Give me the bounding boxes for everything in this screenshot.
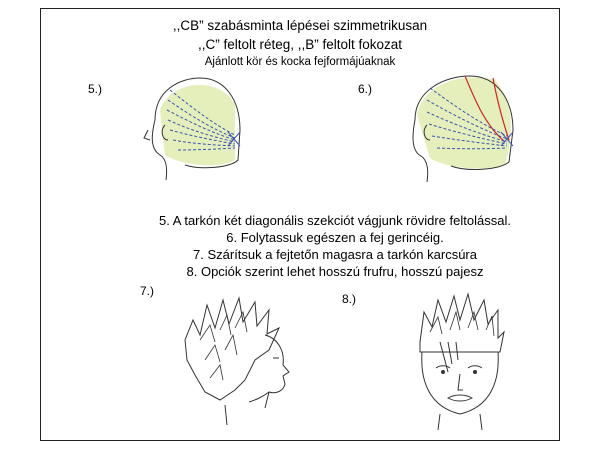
head-profile-diagram-6-icon <box>412 75 514 183</box>
front-face-sketch-8-icon <box>419 292 505 431</box>
spiky-hair-sketch-7-icon <box>184 296 290 426</box>
label-step-6: 6.) <box>358 82 373 96</box>
label-step-8: 8.) <box>342 292 357 306</box>
label-step-5: 5.) <box>88 82 103 96</box>
head-profile-diagram-5-icon <box>143 77 241 181</box>
step-instructions: 5. A tarkón két diagonális szekciót vágj… <box>120 212 550 280</box>
title-line-1: ,,CB” szabásminta lépései szimmetrikusan <box>172 18 428 33</box>
page-frame <box>40 8 560 441</box>
step-text-5: 5. A tarkón két diagonális szekciót vágj… <box>159 213 511 228</box>
title-line-3: Ajánlott kör és kocka fejformájúaknak <box>204 56 396 68</box>
step-text-6: 6. Folytassuk egészen a fej gerincéig. <box>226 230 444 245</box>
title-line-2: ,,C” feltolt réteg, ,,B” feltolt fokozat <box>197 37 403 52</box>
step-text-7: 7. Szárítsuk a fejtetőn magasra a tarkón… <box>193 247 477 262</box>
step-text-8: 8. Opciók szerint lehet hosszú frufru, h… <box>186 264 484 279</box>
label-step-7: 7.) <box>140 284 155 298</box>
